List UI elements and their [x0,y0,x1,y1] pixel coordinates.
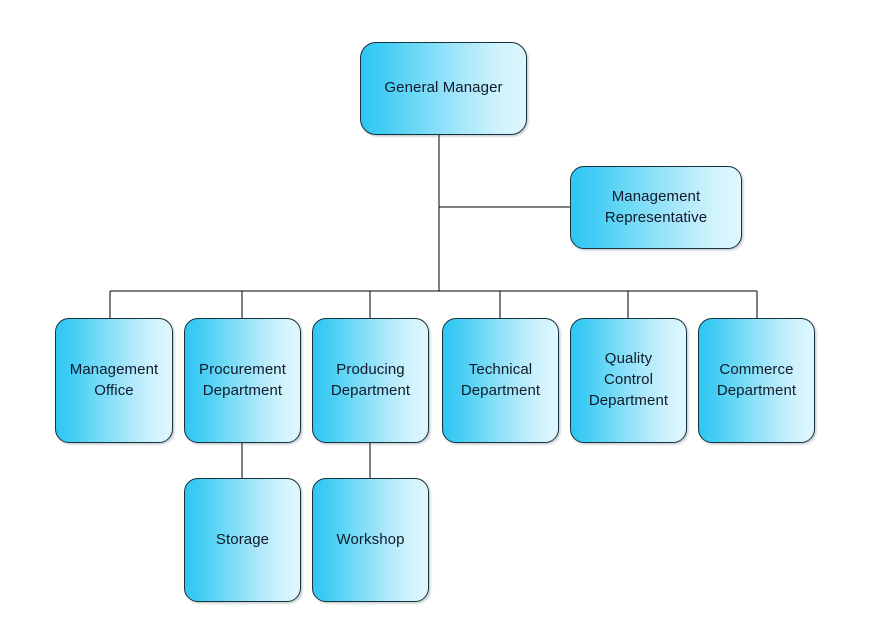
node-storage[interactable]: Storage [184,478,301,602]
node-commerce-department-label: Commerce Department [716,360,797,399]
node-storage-label: Storage [215,530,270,548]
node-workshop-label: Workshop [336,530,405,548]
node-procurement-department-label: Procurement Department [199,360,286,399]
node-producing-department-label: Producing Department [330,360,411,399]
node-general-manager[interactable]: General Manager [360,42,527,135]
node-technical-department-label: Technical Department [460,360,541,399]
node-management-office-label: Management Office [69,360,159,399]
node-procurement-department[interactable]: Procurement Department [184,318,301,443]
node-technical-department[interactable]: Technical Department [442,318,559,443]
node-producing-department[interactable]: Producing Department [312,318,429,443]
node-management-office[interactable]: Management Office [55,318,173,443]
node-management-representative-label: Management Representative [604,187,708,226]
node-general-manager-label: General Manager [384,79,503,97]
node-quality-control-department[interactable]: Quality Control Department [570,318,687,443]
node-quality-control-department-label: Quality Control Department [588,350,669,409]
node-commerce-department[interactable]: Commerce Department [698,318,815,443]
node-management-representative[interactable]: Management Representative [570,166,742,249]
node-workshop[interactable]: Workshop [312,478,429,602]
